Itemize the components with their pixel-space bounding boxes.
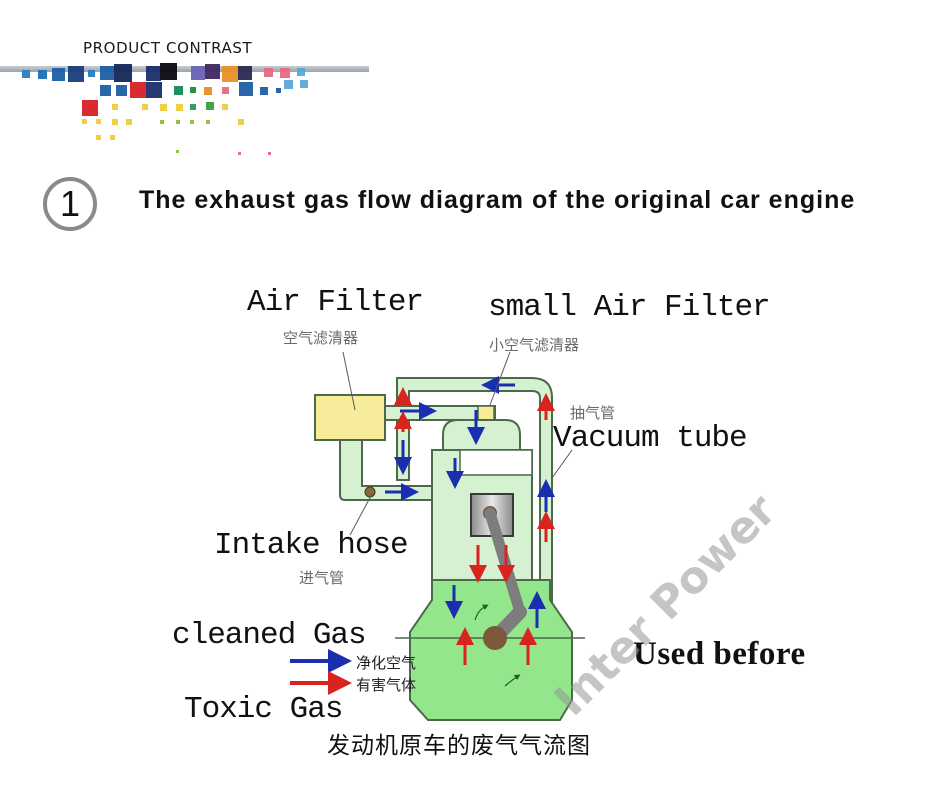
crankshaft [483,626,507,650]
cleaned-gas-legend-label: cleaned Gas [172,618,367,653]
used-before-label: Used before [633,636,806,672]
section-title: The exhaust gas flow diagram of the orig… [139,186,856,214]
step-number-badge: 1 [43,177,97,231]
crankcase [409,579,573,721]
intake-hose-label: Intake hose [214,528,409,563]
cylinder-head [442,419,521,451]
diagram-caption: 发动机原车的废气气流图 [327,733,591,759]
air-filter-label-cn: 空气滤清器 [283,329,359,347]
vacuum-tube-label-cn: 抽气管 [570,404,616,422]
small-air-filter-label-cn: 小空气滤清器 [489,336,580,354]
clean-air-arrows [290,376,555,673]
intake-hose-label-cn: 进气管 [299,569,345,587]
cleaned-gas-legend-label-cn: 净化空气 [356,654,417,672]
toxic-gas-arrows [290,387,555,695]
toxic-gas-legend-label-cn: 有害气体 [356,676,417,694]
toxic-gas-legend-label: Toxic Gas [184,692,343,727]
air-filter-box [314,394,386,441]
intake-valve [364,486,376,498]
header-divider-bar [0,66,369,72]
small-air-filter-label: small Air Filter [488,290,771,325]
air-filter-label: Air Filter [247,285,424,320]
vacuum-tube-label: Vacuum tube [553,421,748,456]
section-header-title: PRODUCT CONTRAST [83,39,253,57]
decorative-mosaic [22,63,308,155]
step-number: 1 [59,183,81,224]
